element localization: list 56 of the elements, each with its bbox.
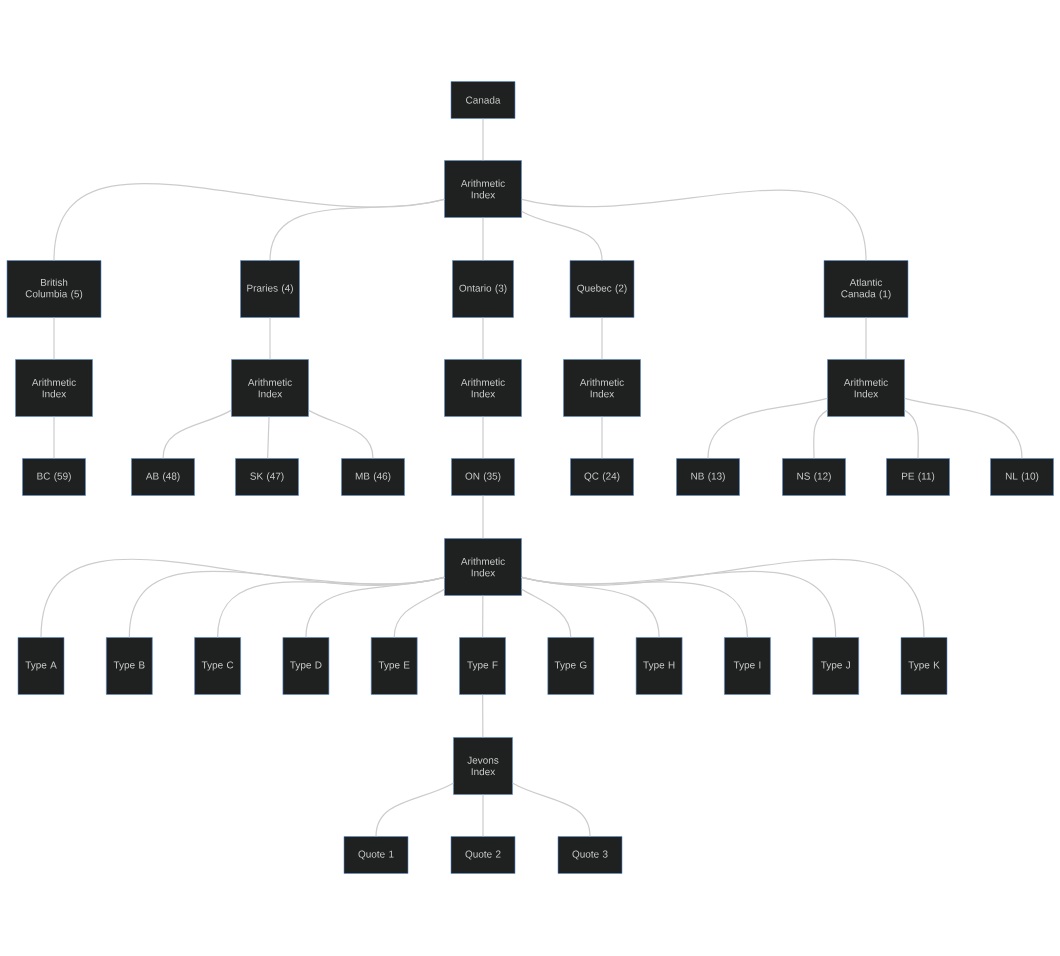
process-box: Arithmetic Index (15, 359, 93, 417)
process-box: Quote 3 (557, 836, 623, 874)
connector-line (904, 409, 919, 459)
process-box: Type C (194, 637, 241, 695)
process-box: Arithmetic Index (231, 359, 309, 417)
process-box: Quote 2 (450, 836, 516, 874)
process-box: Arithmetic Index (827, 359, 905, 417)
process-box: Ontario (3) (452, 260, 514, 318)
process-box: Type H (635, 637, 683, 695)
process-box: Type A (17, 637, 65, 695)
connector-line (162, 409, 232, 459)
process-box: Arithmetic Index (444, 160, 522, 218)
connector-line (393, 588, 445, 638)
process-box: NL (10) (990, 458, 1054, 496)
connector-line (707, 397, 828, 459)
process-box: Praries (4) (240, 260, 300, 318)
connector-line (305, 576, 445, 638)
process-box: Arithmetic Index (444, 359, 522, 417)
process-box: NB (13) (676, 458, 740, 496)
process-box: MB (46) (341, 458, 405, 496)
connector-line (521, 588, 572, 638)
process-box: Type G (547, 637, 595, 695)
process-box: NS (12) (782, 458, 846, 496)
connector-line (269, 198, 445, 261)
process-box: Arithmetic Index (444, 538, 522, 596)
process-box: Quote 1 (343, 836, 409, 874)
process-box: Type I (724, 637, 771, 695)
process-box: QC (24) (570, 458, 634, 496)
process-box: AB (48) (131, 458, 195, 496)
process-box: Jevons Index (453, 737, 513, 795)
connector-line (521, 559, 925, 638)
connector-line (308, 409, 374, 459)
connector-line (375, 782, 454, 837)
connector-line (904, 397, 1023, 459)
process-box: Arithmetic Index (563, 359, 641, 417)
process-box: British Columbia (5) (6, 260, 102, 318)
process-box: Type D (282, 637, 330, 695)
connector-line (267, 416, 270, 459)
process-box: Atlantic Canada (1) (823, 260, 909, 318)
connector-line (482, 595, 484, 638)
connector-line (521, 210, 603, 261)
process-box: SK (47) (235, 458, 299, 496)
connector-line (512, 782, 591, 837)
process-box: BC (59) (22, 458, 86, 496)
process-box: Canada (450, 81, 516, 119)
process-box: ON (35) (451, 458, 515, 496)
connector-line (521, 189, 867, 261)
process-box: Type E (370, 637, 418, 695)
connector-line (813, 409, 828, 459)
process-box: Type B (106, 637, 153, 695)
process-box: Type J (812, 637, 859, 695)
process-box: PE (11) (886, 458, 950, 496)
connector-line (482, 694, 484, 738)
process-box: Quebec (2) (569, 260, 635, 318)
process-box: Type K (900, 637, 948, 695)
process-box: Type F (459, 637, 506, 695)
